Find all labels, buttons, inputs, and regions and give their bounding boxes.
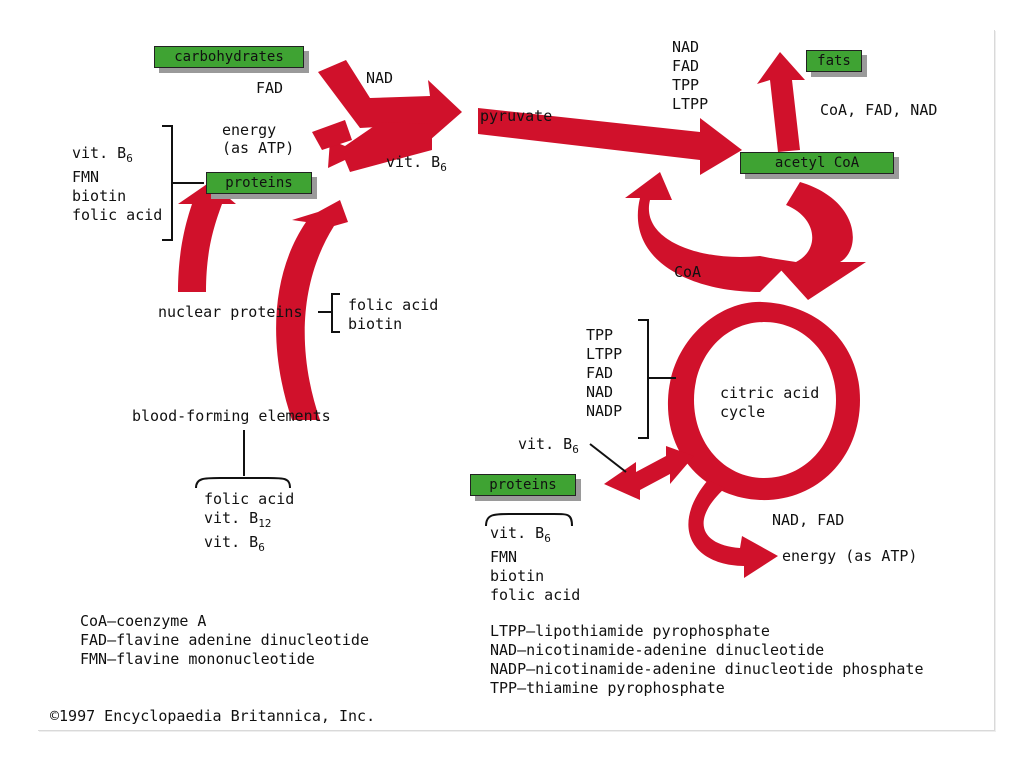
legend-right: LTPP—lipothiamide pyrophosphate NAD—nico… bbox=[490, 622, 924, 697]
label-cycle-cofactors: TPP LTPP FAD NAD NADP bbox=[586, 326, 623, 420]
label-as-atp: (as ATP) bbox=[222, 139, 295, 157]
box-carbohydrates: carbohydrates bbox=[154, 46, 304, 68]
label-blood-cofactors: folic acid vit. B12 vit. B6 bbox=[204, 490, 295, 554]
arrow-carbohydrates-to-pyruvate bbox=[318, 60, 462, 140]
box-proteins-left: proteins bbox=[206, 172, 312, 194]
arrow-coa-loop bbox=[625, 172, 790, 292]
arrow-acetyl-coa-to-citric-acid bbox=[770, 182, 866, 300]
copyright: ©1997 Encyclopaedia Britannica, Inc. bbox=[50, 707, 376, 725]
arrow-pyruvate-to-energy bbox=[328, 122, 432, 172]
label-nuclear-cofactors: folic acid biotin bbox=[348, 296, 439, 333]
arrow-proteins-to-pyruvate bbox=[312, 120, 352, 150]
label-energy-as-atp: energy (as ATP) bbox=[782, 547, 918, 565]
label-energy: energy bbox=[222, 121, 277, 139]
label-left-cofactors: vit. B6 FMN biotin folic acid bbox=[72, 144, 163, 224]
label-blood-forming: blood-forming elements bbox=[132, 407, 331, 425]
label-coa: CoA bbox=[674, 263, 702, 281]
box-proteins-right: proteins bbox=[470, 474, 576, 496]
arrow-pyruvate-to-acetyl-coa bbox=[478, 108, 742, 175]
label-fad: FAD bbox=[256, 79, 284, 97]
label-vit-b6-pyruvate: vit. B6 bbox=[386, 153, 447, 174]
label-pyruvate: pyruvate bbox=[480, 107, 553, 125]
arrow-inner-arc bbox=[276, 200, 348, 420]
arrow-acetyl-coa-to-fats bbox=[757, 52, 805, 152]
arrow-proteins-citric-acid bbox=[604, 446, 694, 500]
box-fats: fats bbox=[806, 50, 862, 72]
box-acetyl-coa: acetyl CoA bbox=[740, 152, 894, 174]
label-nad: NAD bbox=[366, 69, 394, 87]
label-nuclear-proteins: nuclear proteins bbox=[158, 303, 303, 321]
legend-left: CoA—coenzyme A FAD—flavine adenine dinuc… bbox=[80, 612, 369, 668]
label-vit-b6-right: vit. B6 bbox=[518, 435, 579, 456]
label-right-protein-cofactors: vit. B6 FMN biotin folic acid bbox=[490, 524, 581, 604]
arrow-cycle-to-energy bbox=[688, 480, 778, 578]
label-nad-fad: NAD, FAD bbox=[772, 511, 845, 529]
label-coa-fad-nad: CoA, FAD, NAD bbox=[820, 101, 938, 119]
arrow-outer-arc bbox=[178, 182, 236, 292]
label-citric-acid-cycle: citric acid cycle bbox=[720, 384, 820, 421]
label-cofactors-acetyl: NAD FAD TPP LTPP bbox=[672, 38, 709, 113]
